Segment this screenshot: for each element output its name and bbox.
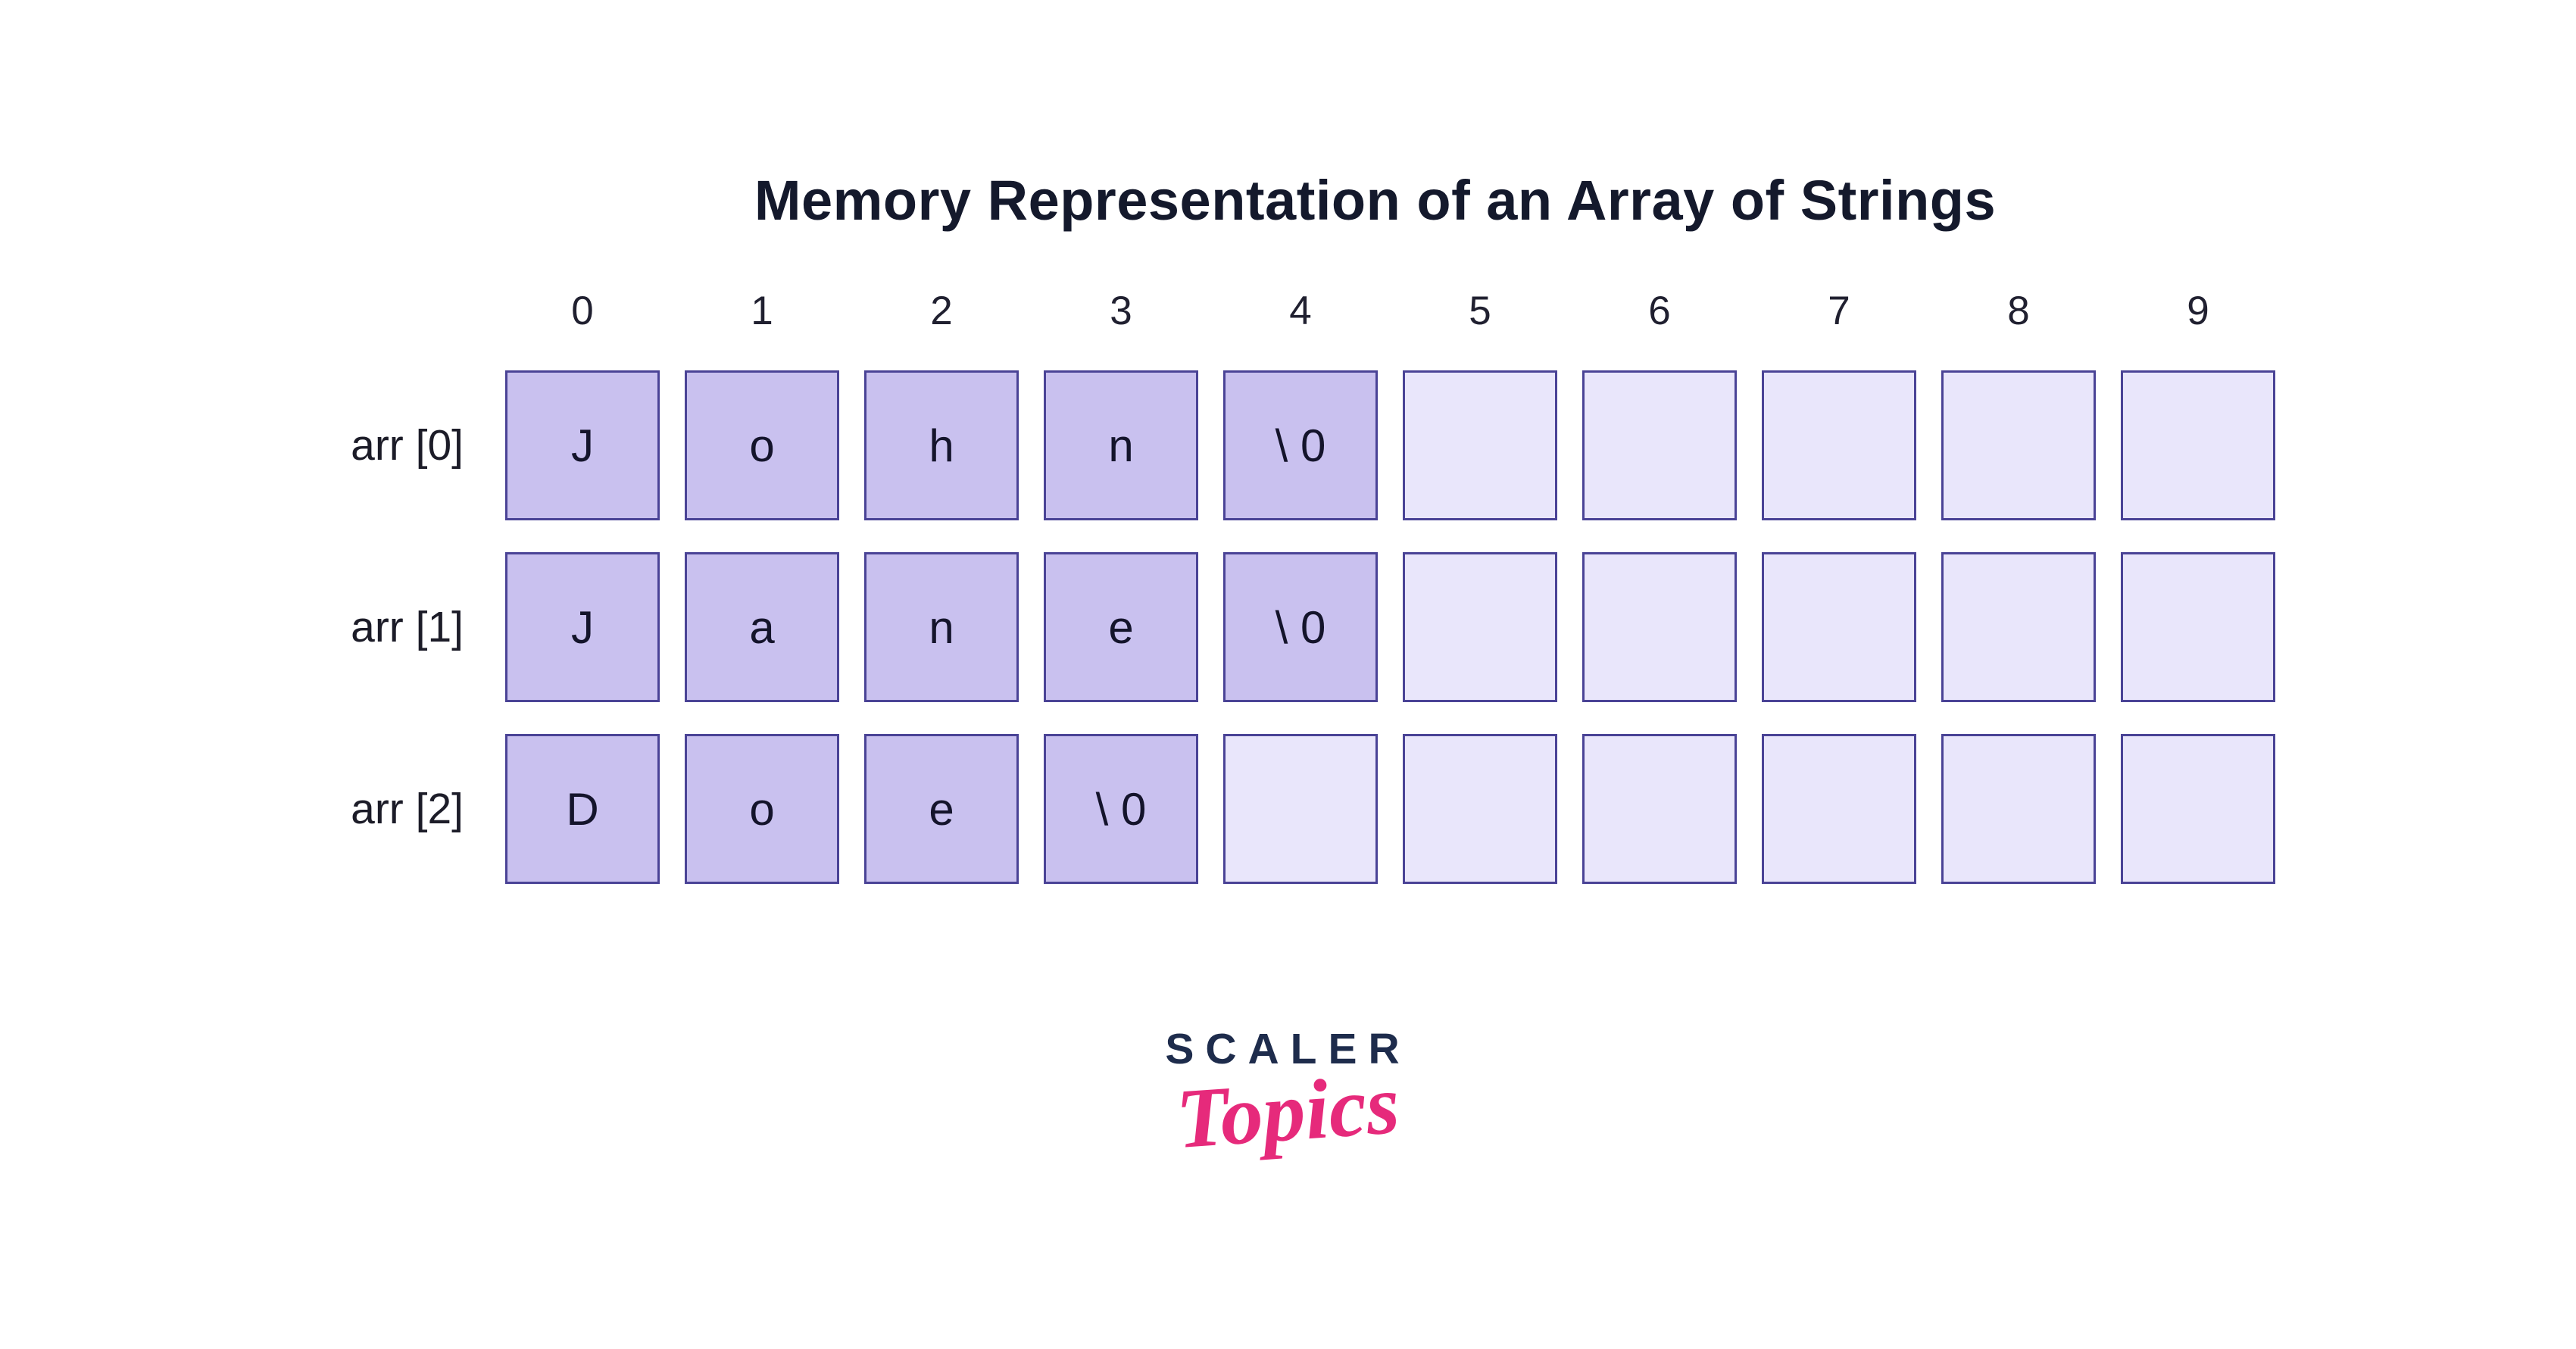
column-index: 9 (2187, 289, 2209, 333)
array-row-0: arr [0] J o h n \ 0 (301, 370, 2275, 520)
memory-cell: o (685, 734, 839, 884)
memory-cell: J (505, 552, 660, 702)
diagram-title: Memory Representation of an Array of Str… (754, 169, 1997, 232)
memory-grid: 0 1 2 3 4 5 6 7 8 9 arr [0] J o h n \ 0 (301, 288, 2275, 884)
logo-wordmark-scaler: SCALER (1165, 1025, 1411, 1073)
memory-cell (1762, 370, 1916, 520)
column-index-row: 0 1 2 3 4 5 6 7 8 9 (301, 288, 2275, 334)
memory-cell: D (505, 734, 660, 884)
array-row-1: arr [1] J a n e \ 0 (301, 552, 2275, 702)
memory-cell (1941, 734, 2096, 884)
memory-cell (2121, 370, 2275, 520)
row-label: arr [0] (351, 421, 464, 470)
memory-cell (1941, 552, 2096, 702)
column-index: 2 (930, 289, 953, 333)
memory-cell: h (864, 370, 1019, 520)
memory-cell: \ 0 (1223, 370, 1378, 520)
memory-cell (1582, 734, 1737, 884)
memory-cell: J (505, 370, 660, 520)
memory-cell (1582, 370, 1737, 520)
memory-cell (1403, 370, 1557, 520)
column-index: 8 (2007, 289, 2030, 333)
memory-cell (2121, 552, 2275, 702)
column-index: 0 (571, 289, 594, 333)
memory-cell: \ 0 (1223, 552, 1378, 702)
memory-cell: a (685, 552, 839, 702)
memory-cell: o (685, 370, 839, 520)
memory-cell (2121, 734, 2275, 884)
scaler-topics-logo: SCALER Topics (1165, 1024, 1411, 1166)
memory-cell (1941, 370, 2096, 520)
column-index: 7 (1828, 289, 1850, 333)
memory-cell (1762, 552, 1916, 702)
memory-cell: n (864, 552, 1019, 702)
memory-cell: e (1044, 552, 1198, 702)
column-index: 1 (751, 289, 773, 333)
memory-cell: \ 0 (1044, 734, 1198, 884)
logo-wordmark-topics: Topics (1173, 1057, 1403, 1167)
row-label: arr [2] (351, 785, 464, 833)
column-index: 3 (1110, 289, 1132, 333)
memory-cell: e (864, 734, 1019, 884)
memory-cell (1403, 734, 1557, 884)
array-row-2: arr [2] D o e \ 0 (301, 734, 2275, 884)
column-index: 4 (1289, 289, 1312, 333)
column-index: 6 (1648, 289, 1671, 333)
memory-cell (1223, 734, 1378, 884)
memory-cell: n (1044, 370, 1198, 520)
column-index: 5 (1469, 289, 1491, 333)
memory-cell (1582, 552, 1737, 702)
memory-cell (1762, 734, 1916, 884)
row-label: arr [1] (351, 603, 464, 651)
memory-cell (1403, 552, 1557, 702)
